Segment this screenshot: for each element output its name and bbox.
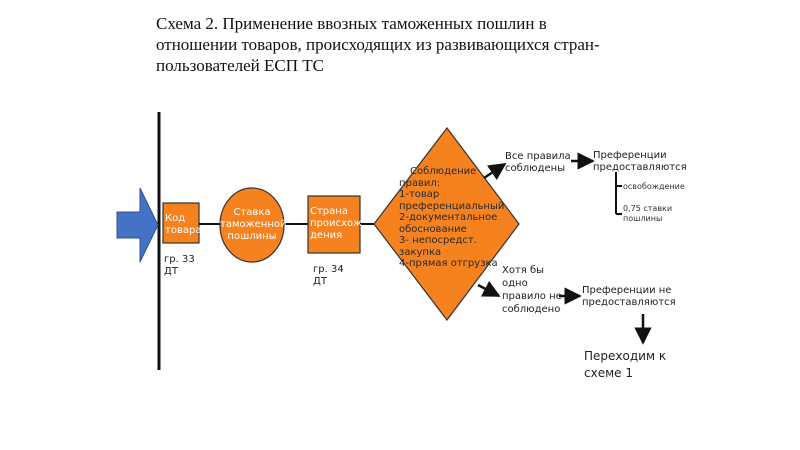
option-reduced-rate: 0,75 ставки пошлины	[623, 204, 673, 223]
rules-diamond	[373, 127, 520, 321]
yes-branch-label: Все правила соблюдены	[505, 151, 571, 174]
next-scheme-label: Переходим к схеме 1	[584, 349, 667, 380]
country-note: гр. 34 ДТ	[313, 264, 344, 287]
options-bracket	[615, 172, 622, 215]
country-box	[307, 195, 361, 254]
yes-arrow	[483, 162, 507, 181]
country-label: Страна происхож дения	[310, 206, 363, 241]
diagram-title: Схема 2. Применение ввозных таможенных п…	[156, 14, 600, 75]
rate-label: Ставка таможенной пошлины	[220, 207, 287, 242]
code-box	[162, 202, 200, 244]
no-branch-label: Хотя бы одно правило не соблюдено	[502, 265, 562, 315]
no-arrow	[477, 280, 501, 298]
denied-label: Преференции не предоставляются	[582, 285, 676, 308]
rules-label: Соблюдение правил: 1-товар преференциаль…	[399, 166, 505, 269]
code-label: Код товара	[165, 213, 202, 236]
granted-label: Преференции предоставляются	[593, 150, 687, 173]
entry-arrow	[116, 187, 159, 263]
code-note: гр. 33 ДТ	[164, 254, 195, 277]
option-exemption: освобождение	[623, 182, 685, 191]
